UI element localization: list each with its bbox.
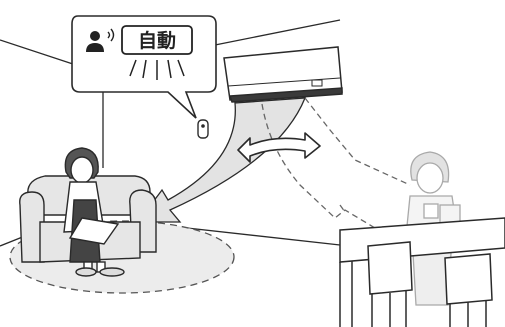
remote-control-icon: [198, 120, 208, 138]
chair-front-right: [445, 254, 492, 327]
airflow-beam: [138, 98, 305, 222]
wall-air-conditioner: [224, 47, 342, 102]
auto-mode-label: 自動: [138, 29, 176, 52]
chair-front-left: [368, 242, 412, 327]
